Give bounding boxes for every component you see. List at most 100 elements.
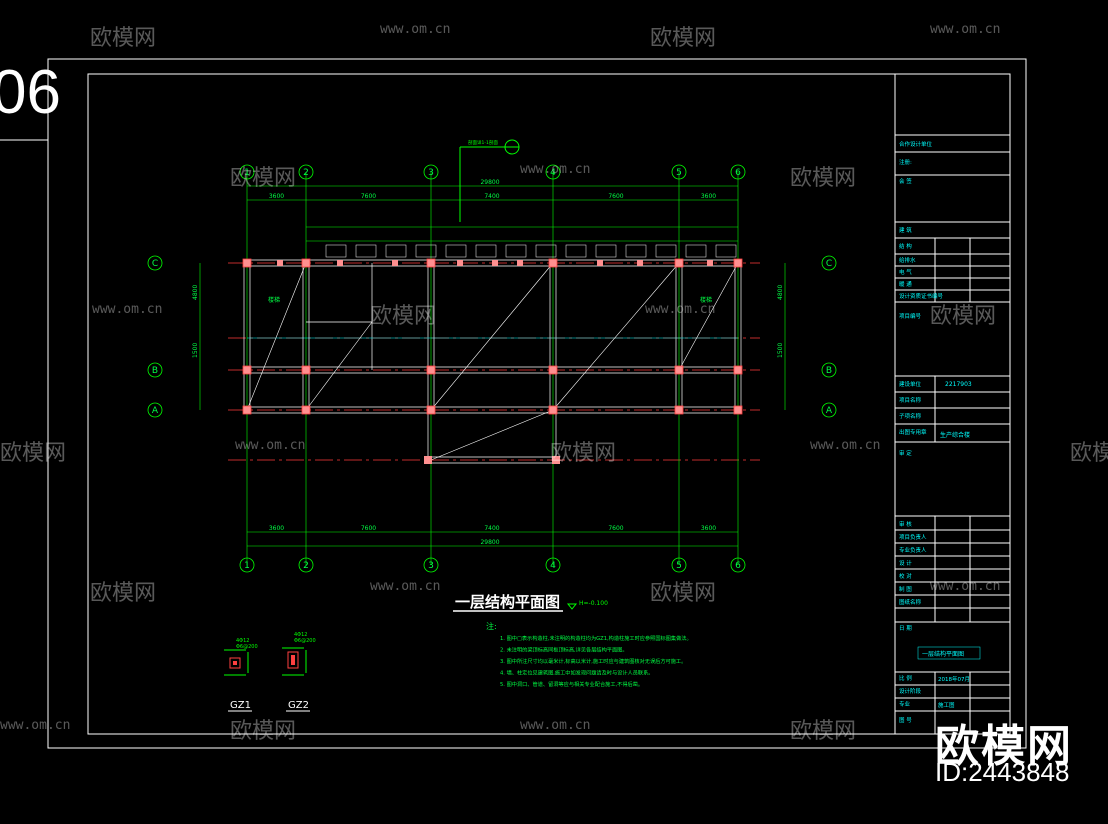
structural-column bbox=[548, 405, 558, 415]
svg-text:4Φ12: 4Φ12 bbox=[294, 632, 307, 638]
total-dim-top: 29800 bbox=[480, 179, 499, 186]
axis-label-bottom: 2 bbox=[303, 561, 309, 571]
watermark-brand: 欧模网 bbox=[90, 26, 157, 51]
structural-column bbox=[733, 365, 743, 375]
structural-column bbox=[733, 405, 743, 415]
title-block-row-label: 比 例 bbox=[899, 674, 912, 682]
title-block-row-label: 校 对 bbox=[899, 572, 912, 580]
axis-label-right: A bbox=[826, 406, 833, 416]
title-block-row-label: 设计资质证书编号 bbox=[899, 292, 944, 300]
watermark-brand: 欧模网 bbox=[0, 441, 67, 466]
title-block-row-label: 子项名称 bbox=[899, 412, 922, 420]
dim-bottom: 7600 bbox=[608, 525, 623, 532]
structural-column bbox=[301, 365, 311, 375]
structural-column bbox=[242, 365, 252, 375]
watermark-url: www.om.cn bbox=[235, 438, 306, 453]
structural-column bbox=[242, 258, 252, 268]
watermark-brand: 欧模网 bbox=[90, 581, 157, 606]
elevation-value: H=-0.100 bbox=[579, 600, 608, 607]
title-block-row-label: 会 签 bbox=[899, 177, 912, 185]
title-block-row-label: 专业 bbox=[899, 700, 911, 708]
dim-bottom: 3600 bbox=[269, 525, 284, 532]
structural-column bbox=[548, 258, 558, 268]
watermark-url: www.om.cn bbox=[0, 718, 71, 733]
dim-top: 7600 bbox=[361, 193, 376, 200]
axis-label-top: 3 bbox=[428, 168, 434, 178]
structural-column bbox=[517, 260, 523, 266]
note-line: 4. 墙、柱定位见建筑图,施工中如发现问题请及时与设计人员联系。 bbox=[500, 669, 654, 677]
side-dim-left: 4800 bbox=[192, 285, 199, 300]
room-label-stair: 楼梯 bbox=[700, 296, 712, 304]
structural-column bbox=[674, 258, 684, 268]
watermark-url: www.om.cn bbox=[645, 302, 716, 317]
title-block-row-label: 项目编号 bbox=[899, 312, 922, 320]
watermark-brand: 欧模网 bbox=[370, 304, 437, 329]
watermark-url: www.om.cn bbox=[370, 579, 441, 594]
axis-label-bottom: 3 bbox=[428, 561, 434, 571]
structural-column bbox=[426, 405, 436, 415]
structural-column bbox=[426, 365, 436, 375]
axis-label-left: A bbox=[152, 406, 159, 416]
watermark-brand: 欧模网 bbox=[1070, 441, 1108, 466]
svg-text:Φ6@200: Φ6@200 bbox=[236, 644, 258, 650]
title-block-row-label: 设 计 bbox=[899, 559, 912, 567]
title-block-row-label: 结 构 bbox=[899, 242, 912, 250]
side-dim-right: 1500 bbox=[777, 343, 784, 358]
axis-label-left: C bbox=[152, 259, 158, 269]
watermark-brand: 欧模网 bbox=[230, 166, 297, 191]
dim-top: 3600 bbox=[269, 193, 284, 200]
plan-labels: 楼梯楼梯 bbox=[268, 296, 712, 304]
svg-text:Φ6@200: Φ6@200 bbox=[294, 638, 316, 644]
side-dim-left: 1500 bbox=[192, 343, 199, 358]
dim-bottom: 7600 bbox=[361, 525, 376, 532]
title-block-row-label: 建设单位 bbox=[899, 380, 922, 388]
axis-label-top: 2 bbox=[303, 168, 309, 178]
dimension-lines: 2980036003600760076007400740076007600360… bbox=[192, 179, 786, 547]
title-block-row-label: 日 期 bbox=[899, 625, 912, 632]
column-detail-gz2: 4Φ12 Φ6@200 GZ2 bbox=[282, 632, 316, 712]
total-dim-bottom: 29800 bbox=[480, 539, 499, 546]
column-label-gz1: GZ1 bbox=[230, 700, 251, 711]
axis-label-right: C bbox=[826, 259, 832, 269]
note-line: 1. 图中□表示构造柱,未注明的构造柱均为GZ1,构造柱施工时应参照国标图集做法… bbox=[500, 634, 692, 642]
svg-text:4Φ12: 4Φ12 bbox=[236, 638, 249, 644]
date-value: 2018年07月 bbox=[938, 675, 970, 683]
structural-column bbox=[426, 258, 436, 268]
structural-column bbox=[674, 365, 684, 375]
drawing-title: 一层结构平面图 bbox=[455, 593, 560, 611]
watermark-brand: 欧模网 bbox=[790, 166, 857, 191]
title-block-row-label: 给排水 bbox=[899, 256, 916, 264]
axis-label-right: B bbox=[826, 366, 832, 376]
dim-top: 3600 bbox=[701, 193, 716, 200]
footer-brand-logo: 欧模网 bbox=[935, 721, 1073, 772]
title-block-row-label: 设计阶段 bbox=[899, 687, 922, 695]
structural-column bbox=[337, 260, 343, 266]
axis-label-left: B bbox=[152, 366, 158, 376]
dim-bottom: 7400 bbox=[484, 525, 499, 532]
structural-column bbox=[707, 260, 713, 266]
structural-column bbox=[492, 260, 498, 266]
dim-top: 7600 bbox=[608, 193, 623, 200]
column-label-gz2: GZ2 bbox=[288, 700, 309, 711]
footer-id: ID:2443848 bbox=[935, 757, 1070, 787]
title-block-row-label: 审 定 bbox=[899, 449, 912, 457]
structural-column bbox=[597, 260, 603, 266]
structural-column bbox=[277, 260, 283, 266]
notes-heading: 注: bbox=[486, 621, 497, 631]
watermark-url: www.om.cn bbox=[810, 438, 881, 453]
beam-lines bbox=[243, 244, 742, 464]
outer-sheet-frame bbox=[47, 58, 1027, 749]
watermark-url: www.om.cn bbox=[380, 22, 451, 37]
watermark-url: www.om.cn bbox=[930, 579, 1001, 594]
title-block-row-label: 合作设计单位 bbox=[899, 140, 933, 148]
note-line: 2. 未注明的梁顶标高同板顶标高,详见各层结构平面图。 bbox=[500, 646, 628, 654]
title-block-row-label: 审 核 bbox=[899, 520, 912, 528]
title-block-row-label: 项目负责人 bbox=[899, 533, 927, 541]
drawing-name: 一层结构平面图 bbox=[922, 650, 964, 658]
title-block-row-label: 注册: bbox=[899, 158, 912, 166]
title-block-row-label: 图 号 bbox=[899, 716, 912, 724]
watermark-brand: 欧模网 bbox=[790, 719, 857, 744]
axis-label-top: 4 bbox=[550, 168, 556, 178]
